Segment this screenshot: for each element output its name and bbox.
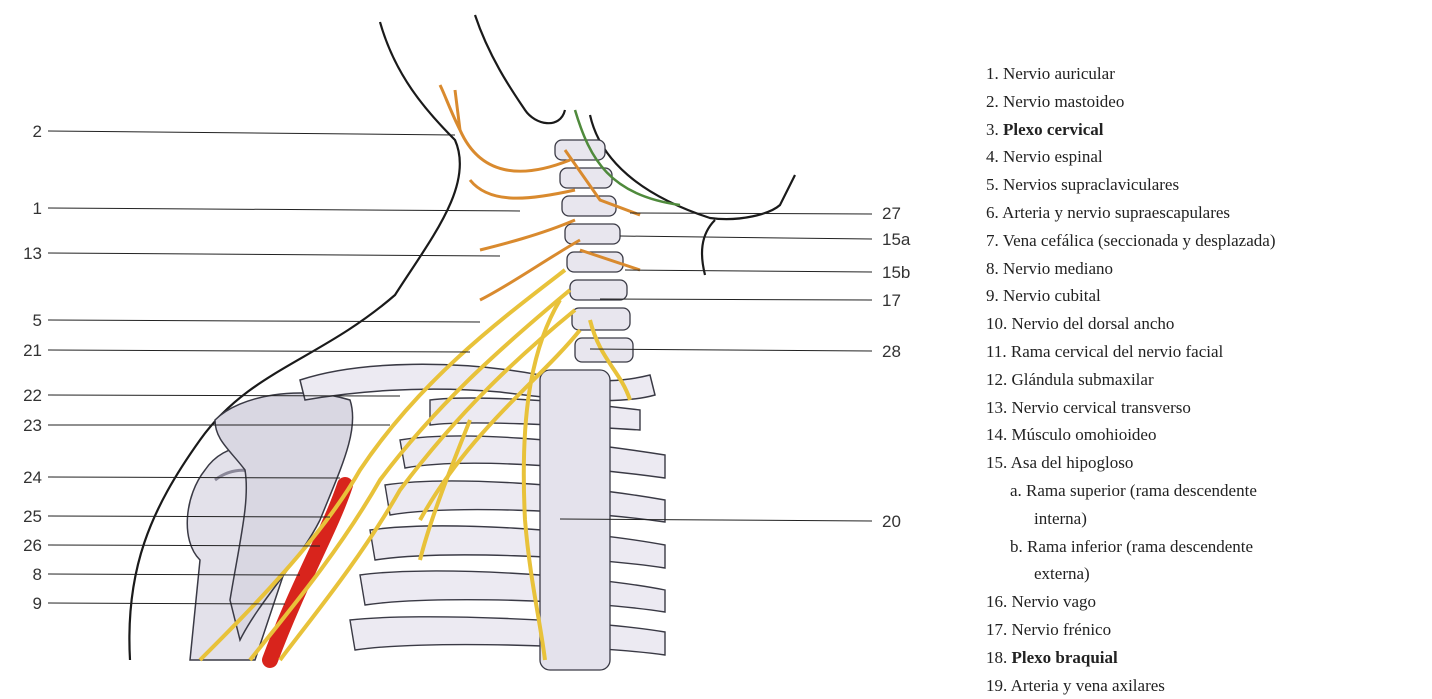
figure-label-13: 13 [10,245,42,262]
legend-item: 18. Plexo braquial [986,644,1426,672]
neck-shoulder-drawing [0,0,950,679]
legend-item: 10. Nervio del dorsal ancho [986,310,1426,338]
figure-label-8: 8 [10,566,42,583]
legend-item: 1. Nervio auricular [986,60,1426,88]
legend-item: 6. Arteria y nervio supraescapulares [986,199,1426,227]
figure-label-9: 9 [10,595,42,612]
legend: 1. Nervio auricular 2. Nervio mastoideo … [986,60,1426,699]
legend-item: 17. Nervio frénico [986,616,1426,644]
figure-label-28: 28 [882,343,901,360]
figure-label-17: 17 [882,292,901,309]
anatomy-illustration: 2 1 13 5 21 22 23 24 25 26 8 9 27 15a 15… [0,0,950,679]
legend-item: 15. Asa del hipogloso [986,449,1426,477]
figure-label-22: 22 [10,387,42,404]
figure-label-2: 2 [10,123,42,140]
legend-item: 9. Nervio cubital [986,282,1426,310]
legend-item: 12. Glándula submaxilar [986,366,1426,394]
legend-item: 13. Nervio cervical transverso [986,394,1426,422]
legend-item: 19. Arteria y vena axilares [986,672,1426,699]
figure-label-24: 24 [10,469,42,486]
figure-label-15a: 15a [882,231,910,248]
ribcage [350,398,665,655]
legend-item: 5. Nervios supraclaviculares [986,171,1426,199]
figure-label-21: 21 [10,342,42,359]
legend-item: 8. Nervio mediano [986,255,1426,283]
figure-label-1: 1 [10,200,42,217]
figure-label-5: 5 [10,312,42,329]
figure-label-20: 20 [882,513,901,530]
figure-label-26: 26 [10,537,42,554]
figure-label-23: 23 [10,417,42,434]
legend-item: 16. Nervio vago [986,588,1426,616]
figure-label-15b: 15b [882,264,910,281]
figure-label-27: 27 [882,205,901,222]
legend-item: 3. Plexo cervical [986,116,1426,144]
legend-item: 14. Músculo omohioideo [986,421,1426,449]
legend-item: 11. Rama cervical del nervio facial [986,338,1426,366]
figure-label-25: 25 [10,508,42,525]
legend-item: 4. Nervio espinal [986,143,1426,171]
legend-item: 2. Nervio mastoideo [986,88,1426,116]
legend-item: 7. Vena cefálica (seccionada y desplazad… [986,227,1426,255]
